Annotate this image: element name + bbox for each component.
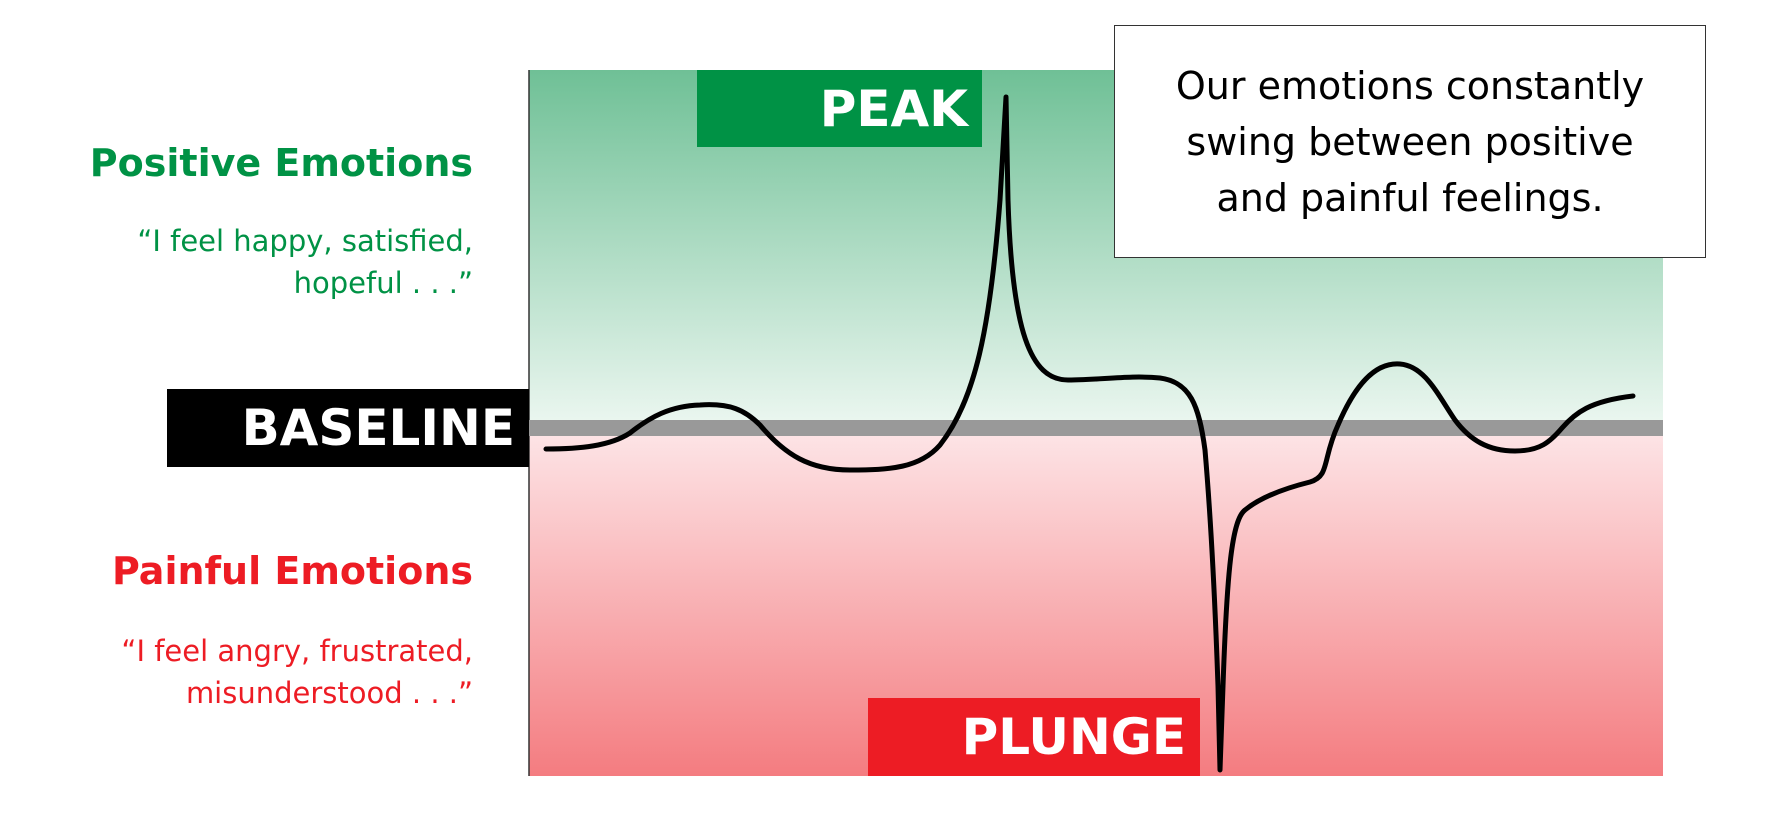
positive-emotions-quote: “I feel happy, satisfied, hopeful . . .” — [137, 220, 473, 304]
baseline-label: BASELINE — [167, 389, 529, 467]
baseline-band — [529, 420, 1663, 436]
peak-label: PEAK — [697, 70, 982, 147]
painful-emotions-heading: Painful Emotions — [111, 549, 473, 593]
callout-line: Our emotions constantly — [1175, 63, 1645, 108]
summary-callout: Our emotions constantly swing between po… — [1114, 25, 1706, 258]
positive-emotions-heading: Positive Emotions — [89, 141, 473, 185]
painful-quote-line: “I feel angry, frustrated, — [121, 634, 473, 668]
painful-emotions-quote: “I feel angry, frustrated, misunderstood… — [121, 630, 473, 714]
callout-line: and painful feelings. — [1216, 175, 1604, 220]
plunge-label: PLUNGE — [868, 698, 1200, 776]
emotion-curve — [543, 94, 1636, 773]
painful-quote-line: misunderstood . . .” — [185, 676, 473, 710]
positive-quote-line: “I feel happy, satisfied, — [137, 224, 473, 258]
callout-line: swing between positive — [1186, 119, 1634, 164]
positive-quote-line: hopeful . . .” — [293, 266, 473, 300]
